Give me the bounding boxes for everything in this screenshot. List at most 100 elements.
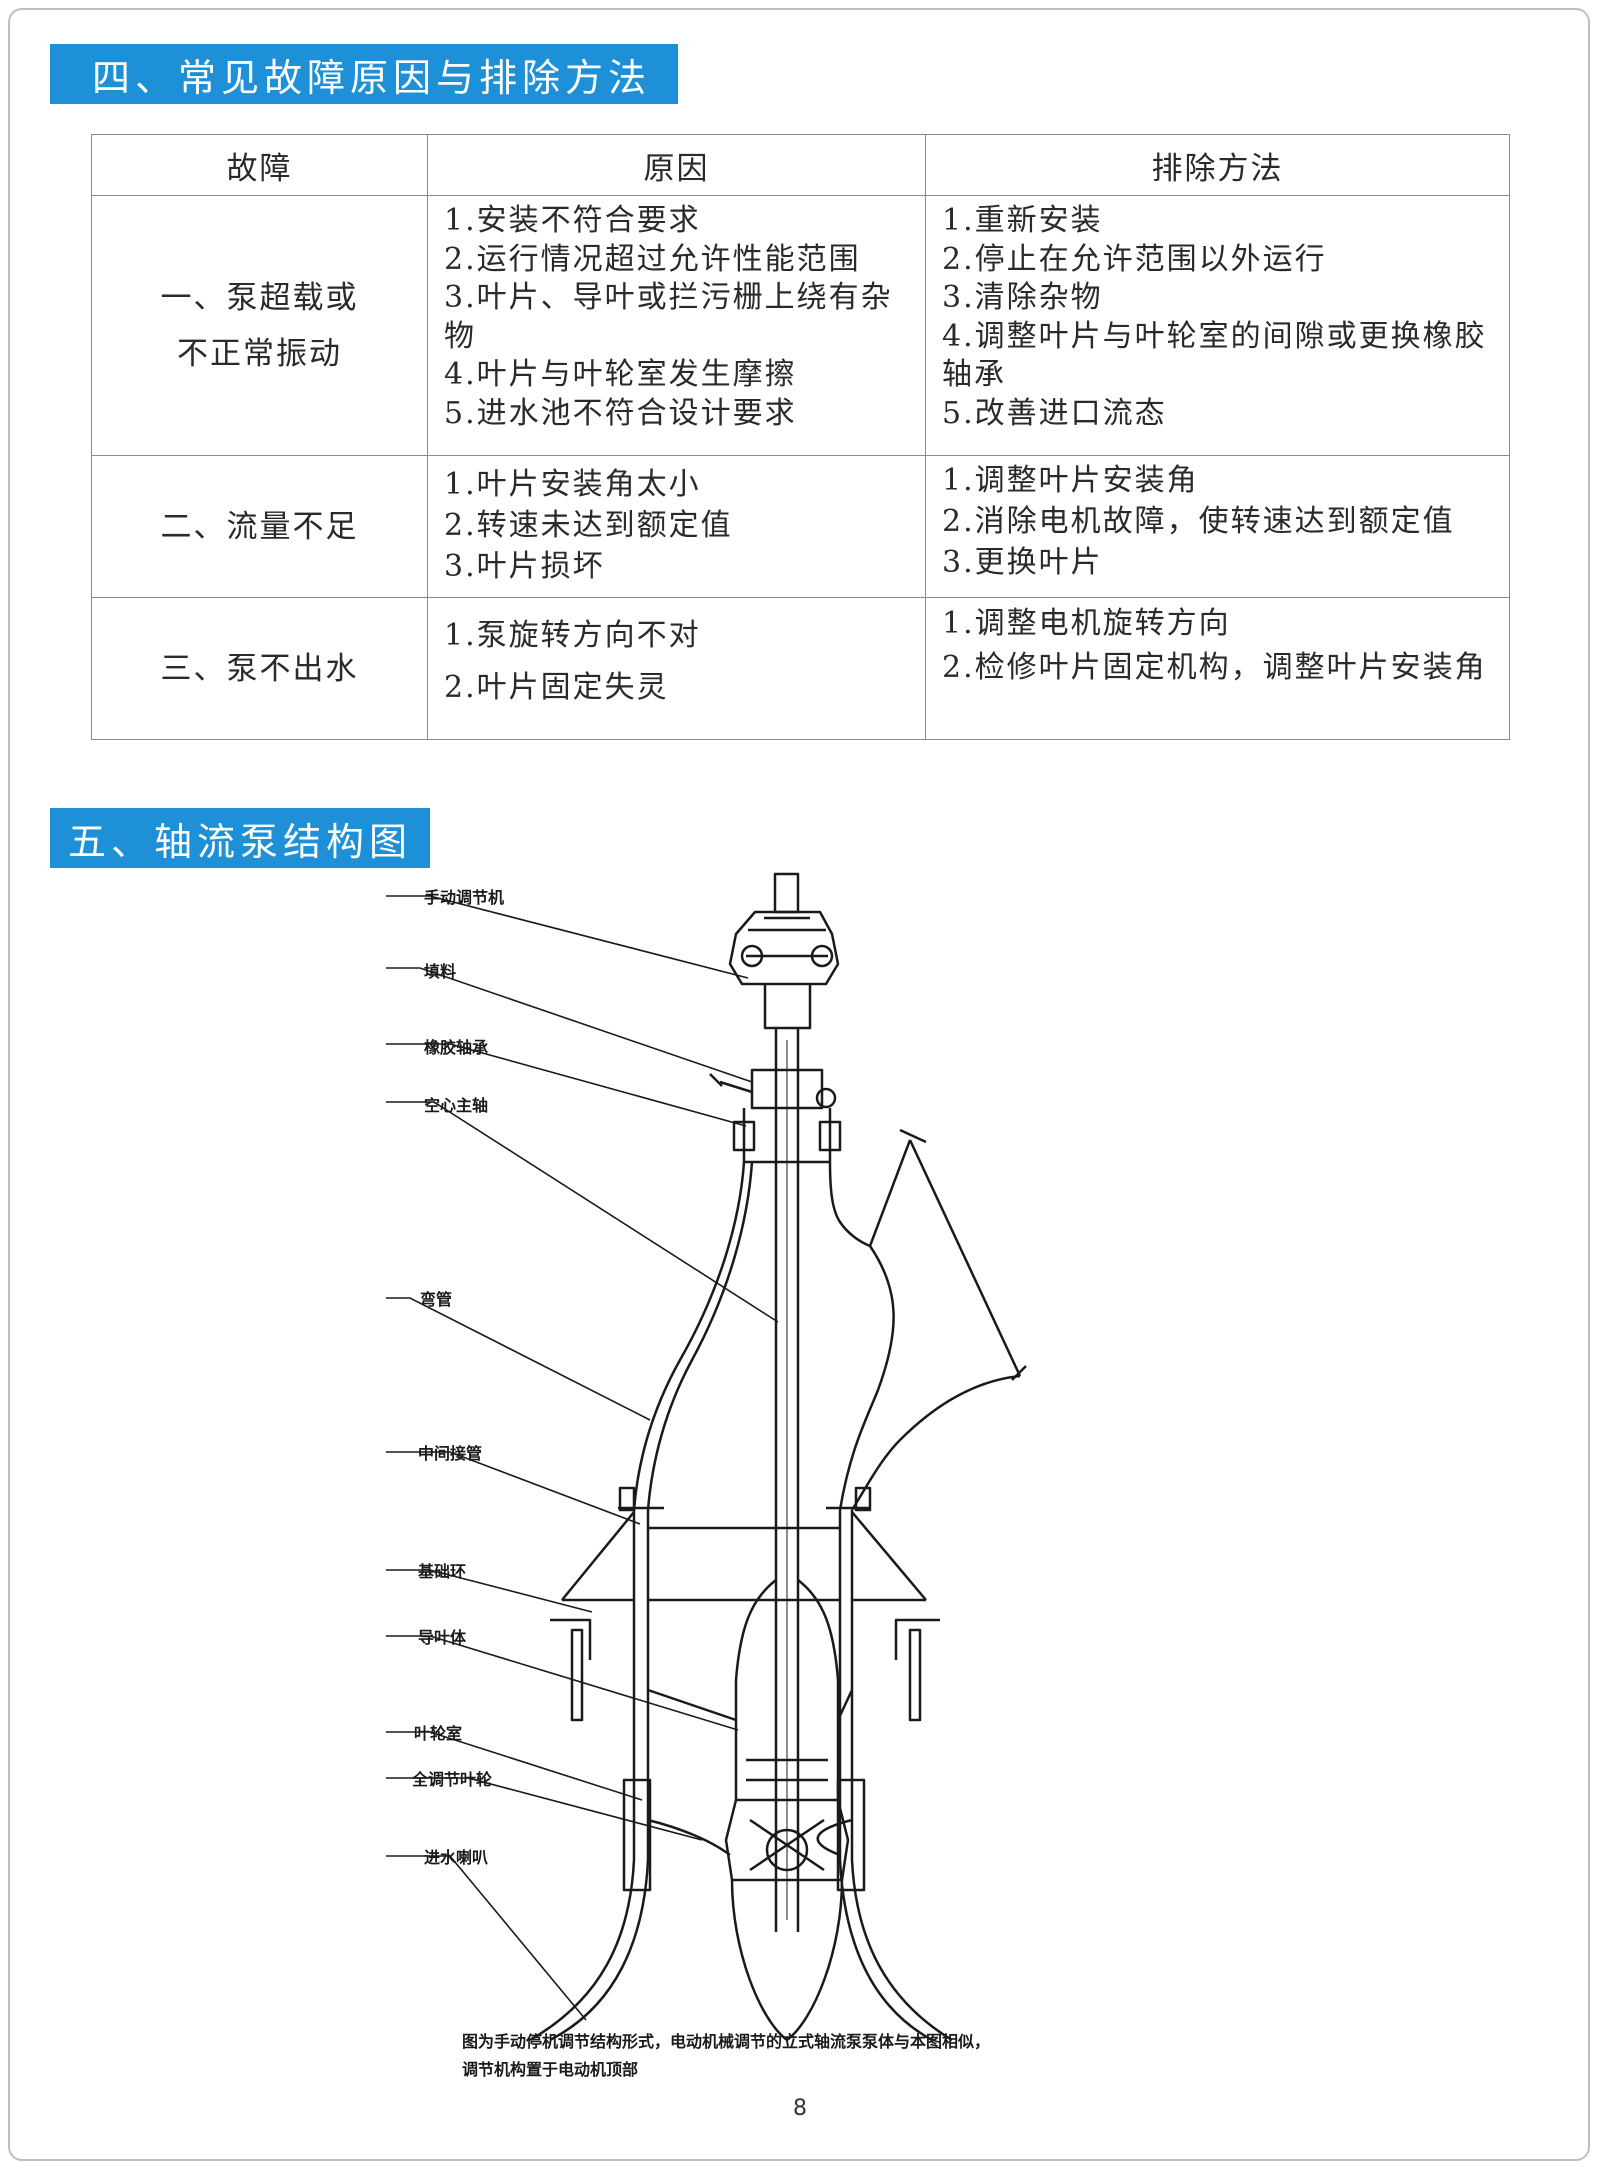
adjuster-wheel xyxy=(740,944,764,968)
cause-cell: 1.安装不符合要求 2.运行情况超过允许性能范围 3.叶片、导叶或拦污栅上绕有杂… xyxy=(427,195,926,456)
remedy-item: 2.停止在允许范围以外运行 xyxy=(942,241,1327,277)
label-inlet-bell: 进水喇叭 xyxy=(424,1848,489,1867)
guide-vane-blade xyxy=(647,1688,854,1722)
label-guide-vane-body: 导叶体 xyxy=(418,1628,467,1647)
remedy-item: 5.改善进口流态 xyxy=(942,395,1167,431)
label-adjustable-impeller: 全调节叶轮 xyxy=(412,1770,493,1789)
column-header: 排除方法 xyxy=(925,134,1510,196)
diagram-caption: 图为手动停机调节结构形式，电动机械调节的立式轴流泵泵体与本图相似， xyxy=(462,2032,991,2051)
cause-item: 1.安装不符合要求 xyxy=(444,203,701,238)
cause-item: 3.叶片、导叶或拦污栅上绕有杂物 xyxy=(444,280,893,354)
remedy-item: 3.更换叶片 xyxy=(942,545,1103,580)
cause-item: 1.叶片安装角太小 xyxy=(444,467,701,502)
page-frame xyxy=(8,8,1590,2161)
table-row: 二、流量不足 1.叶片安装角太小 2.转速未达到额定值 3.叶片损坏 1.调整叶… xyxy=(91,455,1510,598)
label-impeller-chamber: 叶轮室 xyxy=(414,1724,463,1743)
impeller-chamber-left xyxy=(632,1660,650,1860)
leader-line xyxy=(386,967,753,1083)
flange-bolt xyxy=(854,1486,872,1512)
column-header: 原因 xyxy=(427,134,926,196)
leader-line xyxy=(386,1855,587,2021)
packing-lever xyxy=(709,1073,753,1094)
leader-line xyxy=(386,895,749,979)
adjuster-neck xyxy=(763,984,812,1030)
leader-line xyxy=(386,1101,779,1323)
packing-gland xyxy=(750,1068,824,1110)
fault-text: 一、泵超载或 xyxy=(160,279,359,316)
label-hollow-shaft: 空心主轴 xyxy=(424,1096,489,1115)
guide-vane-hub xyxy=(734,1579,840,1802)
fault-cell: 一、泵超载或 不正常振动 xyxy=(91,195,428,456)
column-header: 故障 xyxy=(91,134,428,196)
inlet-bell-left xyxy=(529,1859,636,2042)
adjuster-top-shaft xyxy=(773,872,800,914)
cause-cell: 1.叶片安装角太小 2.转速未达到额定值 3.叶片损坏 xyxy=(427,455,926,598)
label-intermediate-pipe: 中间接管 xyxy=(418,1444,483,1463)
remedy-item: 2.消除电机故障，使转速达到额定值 xyxy=(942,504,1455,539)
cause-item: 3.叶片损坏 xyxy=(444,549,605,584)
table-row: 一、泵超载或 不正常振动 1.安装不符合要求 2.运行情况超过允许性能范围 3.… xyxy=(91,195,1510,456)
diagram-caption: 调节机构置于电动机顶部 xyxy=(462,2060,639,2079)
fault-table: 故障 原因 排除方法 一、泵超载或 不正常振动 1.安装不符合要求 2.运行情况… xyxy=(91,134,1510,740)
fault-cell: 三、泵不出水 xyxy=(91,597,428,740)
bearing-flange xyxy=(732,1120,842,1152)
label-packing: 填料 xyxy=(424,962,457,981)
section-header-faults: 四、常见故障原因与排除方法 xyxy=(50,44,678,104)
section-title: 五、轴流泵结构图 xyxy=(68,819,413,864)
hollow-main-shaft xyxy=(774,1028,800,1932)
remedy-item: 4.调整叶片与叶轮室的间隙或更换橡胶轴承 xyxy=(942,318,1487,393)
cause-item: 4.叶片与叶轮室发生摩擦 xyxy=(444,357,797,392)
remedy-item: 3.清除杂物 xyxy=(942,280,1103,315)
impeller-mechanism xyxy=(765,1828,809,1872)
leader-line xyxy=(386,1635,739,1731)
remedy-item: 1.调整叶片安装角 xyxy=(942,463,1199,498)
table-header-row: 故障 原因 排除方法 xyxy=(91,134,1510,196)
label-adjuster: 手动调节机 xyxy=(424,888,505,907)
elbow-outer-wall-inner xyxy=(646,1161,754,1511)
bearing-housing xyxy=(742,1108,832,1164)
flange-bolt xyxy=(618,1486,636,1512)
leader-line xyxy=(386,1731,643,1801)
remedy-item: 1.调整电机旋转方向 xyxy=(942,606,1231,641)
adjuster-housing xyxy=(728,910,840,986)
inlet-bell-right-inner xyxy=(838,1859,933,2042)
foundation-bolt xyxy=(570,1628,584,1722)
remedy-cell: 1.重新安装 2.停止在允许范围以外运行 3.清除杂物 4.调整叶片与叶轮室的间… xyxy=(925,195,1510,456)
elbow-throat xyxy=(850,1374,1021,1511)
leader-line xyxy=(386,1451,641,1525)
foundation-ring-lower xyxy=(550,1618,940,1660)
cause-item: 2.运行情况超过允许性能范围 xyxy=(444,241,861,277)
label-elbow: 弯管 xyxy=(420,1290,453,1309)
elbow-inner-wall xyxy=(828,1139,912,1248)
inlet-bell-right xyxy=(850,1859,953,2042)
leader-line xyxy=(386,1777,703,1841)
impeller-chamber-right xyxy=(838,1660,854,1860)
impeller-link xyxy=(749,1818,825,1872)
cause-item: 1.泵旋转方向不对 xyxy=(444,618,701,653)
impeller-hub xyxy=(724,1799,850,1882)
foundation-ring-slope xyxy=(561,1511,927,1601)
fault-text: 不正常振动 xyxy=(177,335,342,372)
intermediate-pipe-right xyxy=(838,1510,854,1660)
fault-text: 三、泵不出水 xyxy=(160,650,359,687)
impeller-blade xyxy=(647,1818,853,1857)
pump-structure-diagram xyxy=(386,872,1027,2042)
intermediate-pipe-left xyxy=(632,1510,650,1660)
leader-line xyxy=(386,1297,651,1421)
guide-vane-inner xyxy=(746,1758,828,1782)
remedy-item: 2.检修叶片固定机构，调整叶片安装角 xyxy=(942,650,1487,685)
elbow-outer-wall xyxy=(632,1161,746,1511)
discharge-outlet xyxy=(908,1139,1022,1377)
remedy-cell: 1.调整叶片安装角 2.消除电机故障，使转速达到额定值 3.更换叶片 xyxy=(925,455,1510,598)
remedy-item: 1.重新安装 xyxy=(942,203,1103,238)
table-row: 三、泵不出水 1.泵旋转方向不对 2.叶片固定失灵 1.调整电机旋转方向 2.检… xyxy=(91,597,1510,740)
label-foundation-ring: 基础环 xyxy=(418,1562,467,1581)
packing-nut xyxy=(815,1087,837,1109)
fault-text: 二、流量不足 xyxy=(160,508,359,545)
remedy-cell: 1.调整电机旋转方向 2.检修叶片固定机构，调整叶片安装角 xyxy=(925,597,1510,740)
section-title: 四、常见故障原因与排除方法 xyxy=(92,55,652,100)
section-header-structure: 五、轴流泵结构图 xyxy=(50,808,430,868)
discharge-flange xyxy=(838,1245,895,1511)
cause-item: 5.进水池不符合设计要求 xyxy=(444,395,797,431)
chamber-flange xyxy=(622,1778,652,1892)
